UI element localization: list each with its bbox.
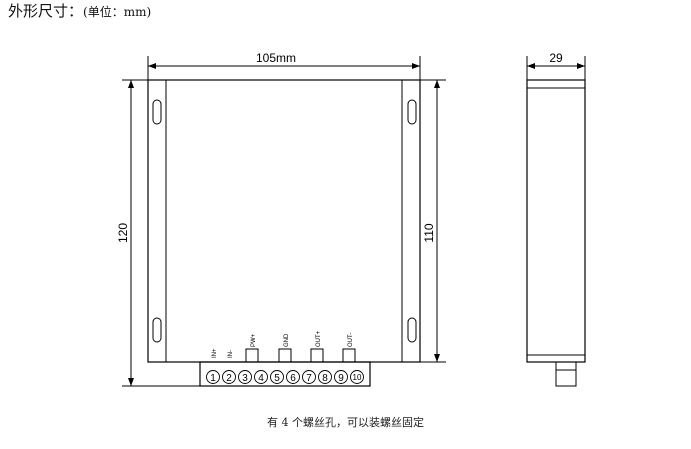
terminal-number-10: 10 — [353, 373, 362, 382]
terminal-label-in-minus: IN- — [228, 350, 234, 358]
height-120-label: 120 — [116, 223, 130, 243]
drawing-caption: 有 4 个螺丝孔，可以装螺丝固定 — [267, 416, 424, 429]
side-view-body — [526, 79, 586, 363]
connector-box-out-plus — [310, 348, 324, 363]
terminal-numbers: 1 2 3 4 5 6 7 8 9 10 — [206, 370, 364, 384]
mounting-slot-top-left — [152, 99, 162, 125]
terminal-circle-10 — [350, 370, 364, 384]
drawing-heading: 外形尺寸：(单位：mm) — [8, 0, 151, 21]
depth-arrow-left — [527, 63, 535, 69]
height-110-arrow-bottom — [434, 354, 440, 362]
terminal-number-1: 1 — [210, 373, 216, 384]
terminal-number-2: 2 — [226, 373, 232, 384]
terminal-circle-7 — [302, 370, 316, 384]
terminal-circle-5 — [270, 370, 284, 384]
side-view-terminal — [555, 361, 577, 387]
terminal-number-8: 8 — [322, 373, 328, 384]
mounting-slot-top-right — [407, 99, 417, 125]
terminal-circle-6 — [286, 370, 300, 384]
terminal-label-out-plus: OUT+ — [316, 330, 322, 347]
height-110-arrow-top — [434, 80, 440, 88]
connector-box-gnd — [278, 348, 292, 363]
width-arrow-left — [148, 63, 156, 69]
terminal-label-pw-plus: PW+ — [251, 333, 257, 347]
terminal-circle-1 — [206, 370, 220, 384]
width-dimension-label: 105mm — [256, 51, 296, 65]
terminal-label-out-minus: OUT- — [348, 333, 354, 347]
connector-box-pw — [245, 348, 259, 363]
terminal-number-3: 3 — [242, 373, 248, 384]
height-120-arrow-top — [128, 80, 134, 88]
width-arrow-right — [412, 63, 420, 69]
terminal-number-6: 6 — [290, 373, 296, 384]
terminal-circle-4 — [254, 370, 268, 384]
terminal-circle-9 — [334, 370, 348, 384]
terminal-circle-8 — [318, 370, 332, 384]
height-120-arrow-bottom — [128, 378, 134, 386]
mounting-slot-bottom-right — [407, 317, 417, 343]
depth-dimension-label: 29 — [549, 51, 563, 65]
terminal-number-7: 7 — [306, 373, 312, 384]
terminal-label-in-plus: IN+ — [212, 348, 218, 358]
connector-box-out-minus — [342, 348, 356, 363]
mounting-slot-bottom-left — [152, 317, 162, 343]
terminal-circle-2 — [222, 370, 236, 384]
depth-arrow-right — [577, 63, 585, 69]
front-view-body — [147, 79, 421, 363]
terminal-number-4: 4 — [258, 373, 264, 384]
terminal-number-9: 9 — [338, 373, 344, 384]
terminal-label-gnd: GND — [284, 333, 290, 347]
heading-title: 外形尺寸： — [8, 2, 84, 20]
height-110-label: 110 — [422, 223, 436, 242]
terminal-number-5: 5 — [274, 373, 280, 384]
heading-unit: (单位：mm) — [83, 5, 152, 19]
terminal-circle-3 — [238, 370, 252, 384]
